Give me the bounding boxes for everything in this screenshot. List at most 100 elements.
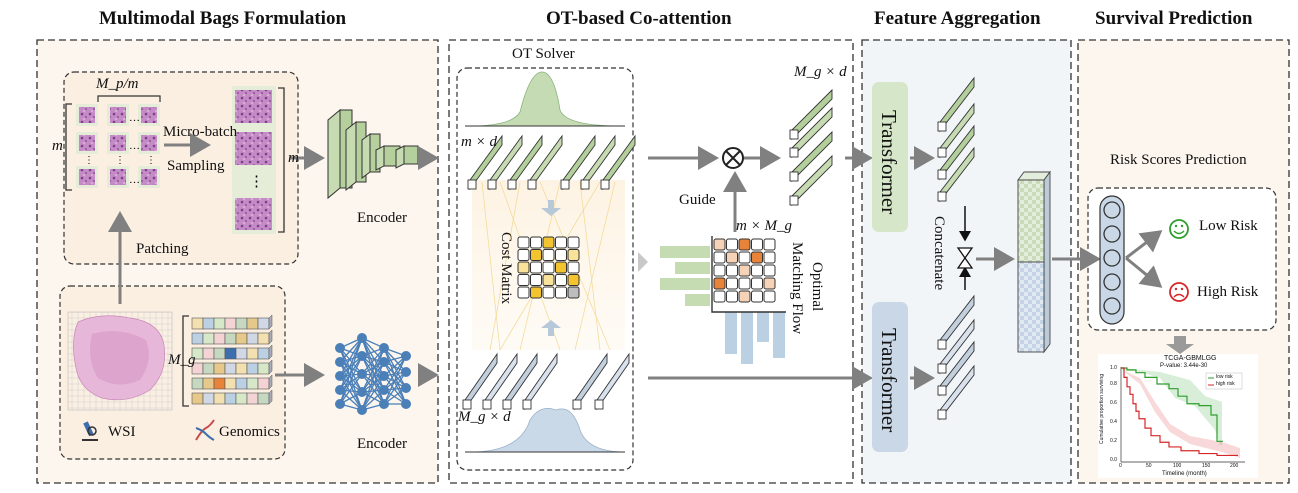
cost-cell	[567, 249, 580, 261]
cost-cell	[517, 274, 530, 286]
cost-cell	[530, 249, 542, 261]
encoder-icon	[327, 108, 419, 200]
cost-cell	[555, 286, 567, 299]
label-micro-batch: Micro-batch	[163, 124, 238, 140]
smile-icon	[1169, 219, 1189, 239]
label-transformer-bottom: Transformer	[877, 328, 901, 433]
nn-node	[379, 385, 389, 395]
nn-edge	[339, 337, 363, 377]
cost-cell	[542, 261, 555, 274]
flow-cell	[738, 290, 751, 303]
flow-marginals	[660, 236, 786, 364]
flow-cell	[726, 251, 738, 264]
nn-edge	[361, 355, 385, 391]
nn-edge	[383, 361, 407, 389]
flow-cell	[751, 290, 763, 303]
gene-row	[191, 389, 273, 405]
agg-bars-top	[937, 76, 975, 203]
svg-text:⋮: ⋮	[146, 155, 156, 166]
label-wsi: WSI	[108, 424, 136, 440]
transformer-top-box	[872, 82, 908, 232]
risk-classifier	[1099, 195, 1163, 325]
title-surv: Survival Prediction	[1095, 8, 1253, 29]
feature-bars-wsi	[467, 134, 636, 191]
wsi-strip	[507, 134, 543, 191]
wsi-strip	[527, 134, 563, 191]
cost-cell	[517, 236, 530, 249]
wsi-strip	[560, 134, 596, 191]
down-arrow-to-cost	[541, 200, 561, 216]
nn-node	[335, 343, 345, 353]
cost-cell	[567, 261, 580, 274]
gene-row	[191, 374, 273, 390]
neural-network-icon	[335, 333, 411, 415]
dna-icon	[195, 419, 215, 441]
cost-to-flow-arrow	[638, 252, 648, 272]
wsi-strip	[600, 134, 636, 191]
nn-edge	[339, 373, 363, 405]
km-ytick-1: 0.2	[1110, 438, 1117, 444]
svg-text:…: …	[129, 140, 140, 152]
flow-cell	[726, 277, 738, 290]
cost-cell	[530, 274, 542, 286]
label-ot-solver: OT Solver	[512, 46, 575, 62]
nn-node	[401, 399, 411, 409]
genomics-bars	[182, 315, 189, 407]
km-xtick-0: 0	[1119, 463, 1122, 469]
nn-edge	[383, 355, 407, 391]
flow-cell	[763, 277, 776, 290]
nn-node	[379, 357, 389, 367]
frown-icon	[1169, 282, 1189, 302]
gene-strip	[522, 352, 558, 411]
mgd-strip	[789, 88, 833, 141]
km-ylabel: Cumulative proportion surviving	[1099, 374, 1105, 445]
flow-cell	[751, 238, 763, 251]
flow-cell	[763, 264, 776, 277]
nn-edge	[361, 361, 385, 411]
gene-strip	[482, 352, 518, 411]
agg-strip-green	[937, 146, 975, 203]
agg-strip-blue	[937, 340, 975, 397]
nn-edge	[339, 337, 363, 363]
nn-edge	[361, 347, 385, 411]
flow-cell	[738, 251, 751, 264]
flow-cell	[713, 277, 726, 290]
gene-row	[191, 344, 273, 360]
flow-matrix-grid	[713, 238, 776, 303]
label-mp-over-m: M_p/m	[96, 76, 139, 92]
nn-edge	[383, 371, 407, 405]
label-risk-title: Risk Scores Prediction	[1110, 152, 1247, 168]
nn-node	[401, 351, 411, 361]
nn-node	[335, 385, 345, 395]
microscope-icon	[82, 421, 98, 441]
nn-edge	[361, 347, 385, 375]
km-xtick-100: 100	[1173, 463, 1182, 469]
sampled-patches: ⋮	[232, 86, 285, 234]
gene-rows	[191, 314, 273, 405]
agg-strip-blue	[937, 364, 975, 421]
label-concatenate: Concatenate	[931, 216, 947, 291]
title-ot: OT-based Co-attention	[546, 8, 732, 29]
nn-edge	[339, 361, 363, 393]
dist-blue-bottom	[465, 407, 626, 453]
up-arrow-to-cost	[541, 320, 561, 336]
svg-text:…: …	[129, 112, 140, 124]
cost-cell	[542, 249, 555, 261]
label-guide: Guide	[679, 192, 716, 208]
cost-cell	[542, 286, 555, 299]
km-legend-low: low risk	[1216, 374, 1233, 380]
nn-edge	[383, 355, 407, 405]
label-mg: M_g	[168, 352, 196, 368]
nn-node	[379, 399, 389, 409]
label-patching: Patching	[136, 241, 189, 257]
gene-strip	[572, 352, 608, 411]
km-xtick-50: 50	[1146, 463, 1152, 469]
flow-cell	[763, 251, 776, 264]
transformer-bottom-box	[872, 302, 908, 452]
agg-strip-blue	[937, 294, 975, 351]
km-ytick-0: 0.0	[1110, 457, 1117, 463]
nn-node	[357, 351, 367, 361]
wsi-strip	[580, 134, 616, 191]
